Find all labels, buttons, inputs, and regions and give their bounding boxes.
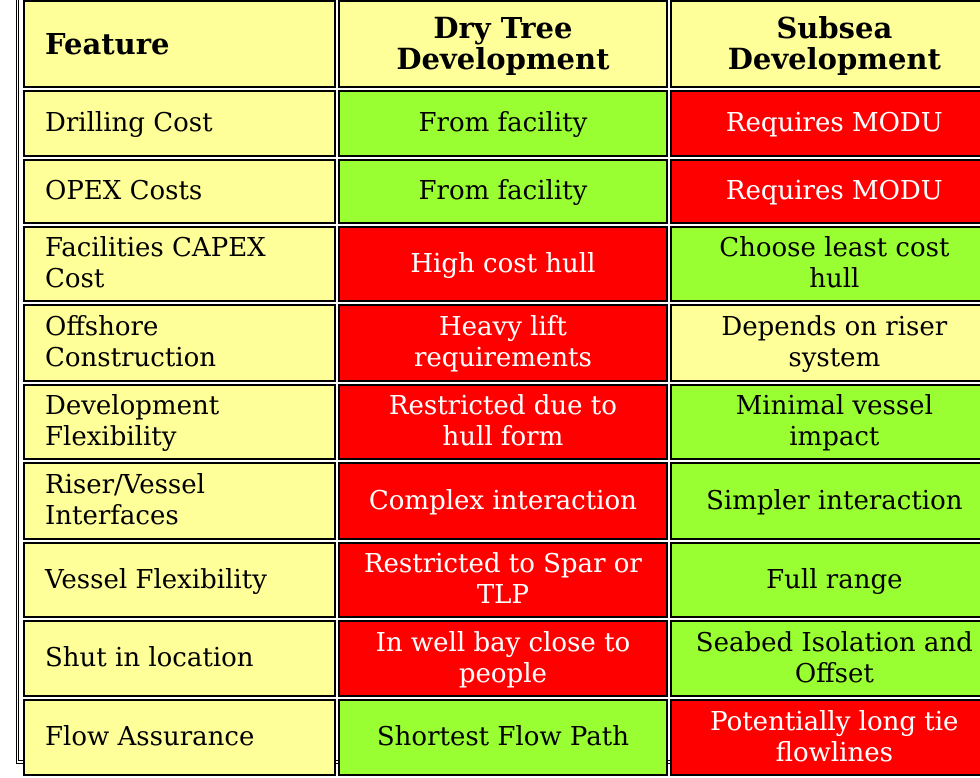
dry-tree-cell: In well bay close to people [338,620,668,697]
dry-tree-cell: From facility [338,90,668,157]
header-row: Feature Dry Tree Development Subsea Deve… [23,0,980,88]
feature-cell: Development Flexibility [23,384,337,460]
dry-tree-cell: High cost hull [338,226,668,302]
subsea-cell: Choose least cost hull [669,226,980,302]
dry-tree-cell: Heavy lift requirements [338,304,668,382]
header-feature: Feature [23,0,337,88]
dry-tree-cell: Restricted to Spar or TLP [338,542,668,618]
table-row: Drilling Cost From facility Requires MOD… [23,90,980,157]
feature-cell: OPEX Costs [23,159,337,224]
dry-tree-cell: Restricted due to hull form [338,384,668,460]
dry-tree-cell: Shortest Flow Path [338,699,668,776]
comparison-table-frame: Feature Dry Tree Development Subsea Deve… [16,0,980,776]
subsea-cell: Requires MODU [669,90,980,157]
feature-cell: Facilities CAPEX Cost [23,226,337,302]
feature-cell: Shut in location [23,620,337,697]
subsea-cell: Seabed Isolation and Offset [669,620,980,697]
dry-tree-cell: From facility [338,159,668,224]
subsea-cell: Requires MODU [669,159,980,224]
header-subsea: Subsea Development [669,0,980,88]
feature-cell: Flow Assurance [23,699,337,776]
subsea-cell: Depends on riser system [669,304,980,382]
header-dry-tree: Dry Tree Development [338,0,668,88]
table-row: Shut in location In well bay close to pe… [23,620,980,697]
comparison-table: Feature Dry Tree Development Subsea Deve… [21,0,980,778]
feature-cell: Riser/Vessel Interfaces [23,462,337,540]
feature-cell: Drilling Cost [23,90,337,157]
subsea-cell: Simpler interaction [669,462,980,540]
table-row: Flow Assurance Shortest Flow Path Potent… [23,699,980,776]
table-row: Offshore Construction Heavy lift require… [23,304,980,382]
subsea-cell: Minimal vessel impact [669,384,980,460]
table-row: Facilities CAPEX Cost High cost hull Cho… [23,226,980,302]
subsea-cell: Potentially long tie flowlines [669,699,980,776]
subsea-cell: Full range [669,542,980,618]
dry-tree-cell: Complex interaction [338,462,668,540]
table-row: OPEX Costs From facility Requires MODU [23,159,980,224]
feature-cell: Vessel Flexibility [23,542,337,618]
table-row: Development Flexibility Restricted due t… [23,384,980,460]
feature-cell: Offshore Construction [23,304,337,382]
table-row: Vessel Flexibility Restricted to Spar or… [23,542,980,618]
table-row: Riser/Vessel Interfaces Complex interact… [23,462,980,540]
